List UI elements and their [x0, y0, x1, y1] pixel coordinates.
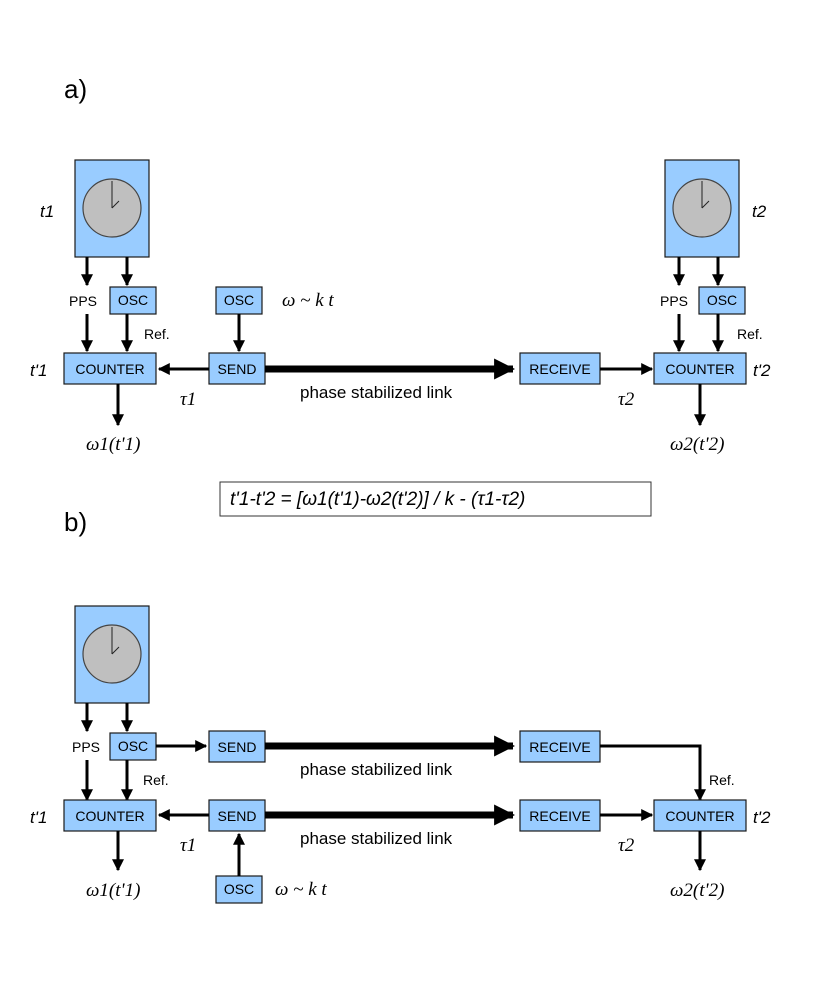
pps-label-right: PPS	[660, 293, 688, 309]
svg-text:OSC: OSC	[118, 292, 148, 308]
svg-text:OSC: OSC	[118, 738, 148, 754]
link-label-a: phase stabilized link	[300, 383, 453, 402]
tau2-label-a: τ2	[618, 389, 635, 410]
svg-text:OSC: OSC	[224, 292, 254, 308]
svg-text:COUNTER: COUNTER	[75, 808, 144, 824]
tp2-label-a: t'2	[753, 361, 771, 380]
osc-right-a: OSC	[698, 286, 746, 315]
receive-lower-b: RECEIVE	[519, 799, 601, 832]
formula-text: t'1-t'2 = [ω1(t'1)-ω2(t'2)] / k - (τ1-τ2…	[230, 489, 525, 510]
svg-text:SEND: SEND	[218, 361, 257, 377]
receive-upper-b: RECEIVE	[519, 730, 601, 763]
counter-left-a: COUNTER	[63, 352, 157, 385]
panel-b-label: b)	[64, 507, 87, 537]
ref-label-b-right: Ref.	[709, 772, 735, 788]
omega2-label-b: ω2(t'2)	[670, 880, 724, 901]
osc-send-a: OSC	[215, 286, 263, 315]
tau1-label-a: τ1	[180, 389, 196, 410]
send-lower-b: SEND	[208, 799, 266, 832]
tau2-label-b: τ2	[618, 835, 635, 856]
svg-text:SEND: SEND	[218, 808, 257, 824]
svg-text:RECEIVE: RECEIVE	[529, 739, 590, 755]
tp2-label-b: t'2	[753, 808, 771, 827]
svg-text:COUNTER: COUNTER	[75, 361, 144, 377]
omega-kt-label-b: ω ~ k t	[275, 879, 327, 900]
osc-send-b: OSC	[215, 875, 263, 904]
osc-left-b: OSC	[109, 732, 157, 761]
omega2-label-a: ω2(t'2)	[670, 434, 724, 455]
receive-a: RECEIVE	[519, 352, 601, 385]
panel-a-label: a)	[64, 74, 87, 104]
tp1-label-b: t'1	[30, 808, 47, 827]
counter-right-a: COUNTER	[653, 352, 747, 385]
t2-label: t2	[752, 202, 767, 221]
svg-text:SEND: SEND	[218, 739, 257, 755]
send-a: SEND	[208, 352, 266, 385]
svg-text:RECEIVE: RECEIVE	[529, 808, 590, 824]
osc-left-a: OSC	[109, 286, 157, 315]
link-label-b-upper: phase stabilized link	[300, 760, 453, 779]
tau1-label-b: τ1	[180, 835, 196, 856]
clock-left	[74, 159, 150, 258]
t1-label: t1	[40, 202, 54, 221]
tp1-label: t'1	[30, 361, 47, 380]
svg-text:COUNTER: COUNTER	[665, 808, 734, 824]
svg-text:OSC: OSC	[224, 881, 254, 897]
ref-label-left: Ref.	[144, 326, 170, 342]
svg-text:COUNTER: COUNTER	[665, 361, 734, 377]
omega-kt-label-a: ω ~ k t	[282, 290, 334, 311]
counter-right-b: COUNTER	[653, 799, 747, 832]
clock-b	[74, 605, 150, 704]
send-upper-b: SEND	[208, 730, 266, 763]
counter-left-b: COUNTER	[63, 799, 157, 832]
omega1-label-b: ω1(t'1)	[86, 880, 140, 901]
pps-label-b: PPS	[72, 739, 100, 755]
ref-label-right: Ref.	[737, 326, 763, 342]
formula-box	[219, 481, 652, 517]
pps-label-left: PPS	[69, 293, 97, 309]
omega1-label: ω1(t'1)	[86, 434, 140, 455]
svg-text:OSC: OSC	[707, 292, 737, 308]
clock-right	[664, 159, 740, 258]
svg-text:RECEIVE: RECEIVE	[529, 361, 590, 377]
ref-label-b-left: Ref.	[143, 772, 169, 788]
link-label-b-lower: phase stabilized link	[300, 829, 453, 848]
